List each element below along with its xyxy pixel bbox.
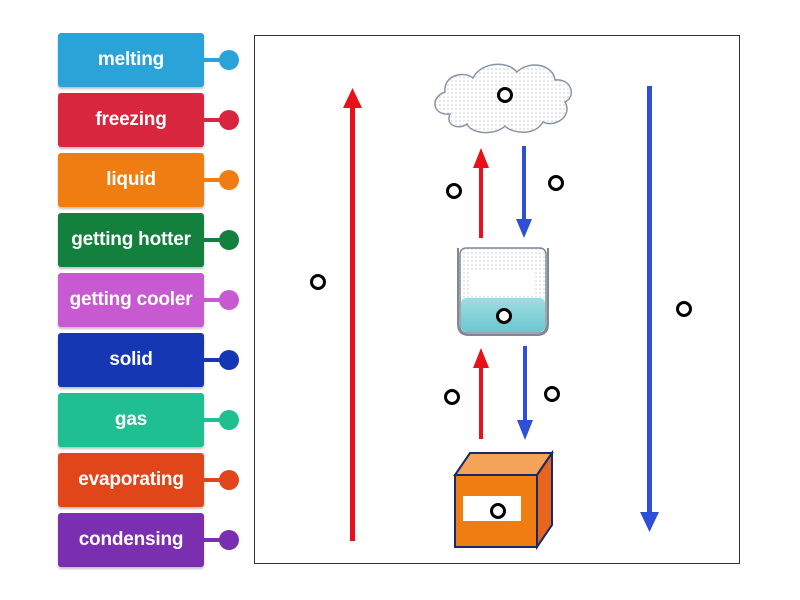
label-drag-pin[interactable] [219,170,239,190]
label-drag-pin[interactable] [219,410,239,430]
label-row-melting: melting [58,33,248,87]
drop-target[interactable] [310,274,326,290]
label-tile[interactable]: freezing [58,93,204,147]
large-up-arrow [343,88,362,541]
label-connector-line [204,58,224,62]
label-connector-line [204,178,224,182]
label-connector-line [204,238,224,242]
drop-target[interactable] [548,175,564,191]
label-connector-line [204,118,224,122]
label-row-liquid: liquid [58,153,248,207]
label-connector-line [204,418,224,422]
drop-target[interactable] [496,308,512,324]
label-row-freezing: freezing [58,93,248,147]
label-tile[interactable]: evaporating [58,453,204,507]
label-tile[interactable]: condensing [58,513,204,567]
label-tile[interactable]: gas [58,393,204,447]
drop-target[interactable] [446,183,462,199]
label-drag-pin[interactable] [219,50,239,70]
label-row-solid: solid [58,333,248,387]
lower-up-arrow [473,348,489,439]
drop-target[interactable] [444,389,460,405]
drop-target[interactable] [544,386,560,402]
large-down-arrow [640,86,659,532]
upper-down-arrow [516,146,532,238]
states-of-matter-diagram [343,63,659,551]
diagram-area [254,35,740,564]
label-connector-line [204,478,224,482]
label-connector-line [204,538,224,542]
label-tile[interactable]: melting [58,33,204,87]
beaker-icon [457,247,549,336]
label-row-condensing: condensing [58,513,248,567]
label-connector-line [204,298,224,302]
solid-block-icon [453,449,554,551]
label-row-getting-hotter: getting hotter [58,213,248,267]
label-row-evaporating: evaporating [58,453,248,507]
lower-down-arrow [517,346,533,440]
label-drag-pin[interactable] [219,110,239,130]
label-tile[interactable]: solid [58,333,204,387]
label-drag-pin[interactable] [219,470,239,490]
upper-up-arrow [473,148,489,238]
label-tile[interactable]: getting hotter [58,213,204,267]
label-drag-pin[interactable] [219,350,239,370]
drop-target[interactable] [490,503,506,519]
label-drag-pin[interactable] [219,230,239,250]
label-row-getting-cooler: getting cooler [58,273,248,327]
label-connector-line [204,358,224,362]
label-drag-pin[interactable] [219,530,239,550]
label-tile[interactable]: getting cooler [58,273,204,327]
drop-target[interactable] [676,301,692,317]
drop-target[interactable] [497,87,513,103]
label-tile[interactable]: liquid [58,153,204,207]
label-row-gas: gas [58,393,248,447]
label-drag-pin[interactable] [219,290,239,310]
